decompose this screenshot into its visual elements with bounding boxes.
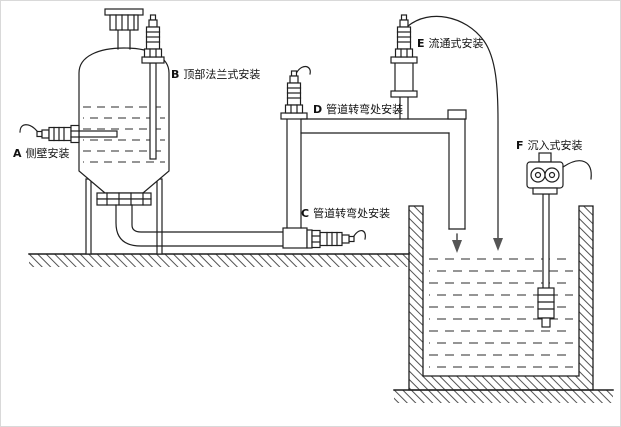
ground-right <box>393 389 614 403</box>
sensor-b-head-icon <box>143 14 163 58</box>
sensor-d-cable <box>296 65 311 75</box>
sensor-f <box>526 152 592 328</box>
sensor-f-top-stub <box>538 152 552 163</box>
riser-pipe <box>280 109 467 230</box>
sensor-c <box>306 229 366 249</box>
sensor-d <box>284 65 311 114</box>
sensor-c-flange <box>306 229 313 249</box>
sensor-c-head-icon <box>311 229 355 249</box>
vessel <box>78 8 170 255</box>
flow-cell-bottom-flange <box>390 90 418 98</box>
sensor-f-bracket <box>532 187 558 195</box>
pipe-tee-block <box>282 227 308 249</box>
vessel-leg-left <box>85 178 92 255</box>
sensor-b-probe <box>149 62 157 160</box>
tee-cap <box>447 109 467 120</box>
sensor-d-head-icon <box>284 70 304 114</box>
sensor-f-element <box>537 287 555 319</box>
sensor-a-probe <box>78 130 118 138</box>
ground-left <box>28 253 410 267</box>
vessel-leg-right <box>156 178 163 255</box>
sensor-b <box>141 14 165 160</box>
vessel-body <box>78 47 170 194</box>
sensor-a-head-icon <box>36 124 80 144</box>
flow-cell-top-flange <box>390 56 418 64</box>
pipe-outlet-arrow <box>452 233 462 253</box>
sensor-f-tip <box>541 317 551 328</box>
sensor-c-cable <box>353 230 366 240</box>
flow-cell-e <box>390 14 503 251</box>
sensor-e-head-icon <box>394 14 414 58</box>
sensor-b-flange <box>141 56 165 64</box>
sensor-f-rod <box>542 193 550 291</box>
open-tank-liquid <box>429 258 573 368</box>
open-tank <box>408 205 594 391</box>
sample-return-line <box>407 15 499 239</box>
sensor-a-cable <box>19 124 38 133</box>
down-arrow-icon <box>452 240 462 253</box>
flow-cell-body <box>394 61 414 93</box>
sensor-f-cable <box>562 160 592 180</box>
sensor-d-flange <box>280 112 308 120</box>
outlet-pipe <box>115 204 308 249</box>
down-arrow-icon <box>493 238 503 251</box>
sensor-a <box>19 124 118 144</box>
